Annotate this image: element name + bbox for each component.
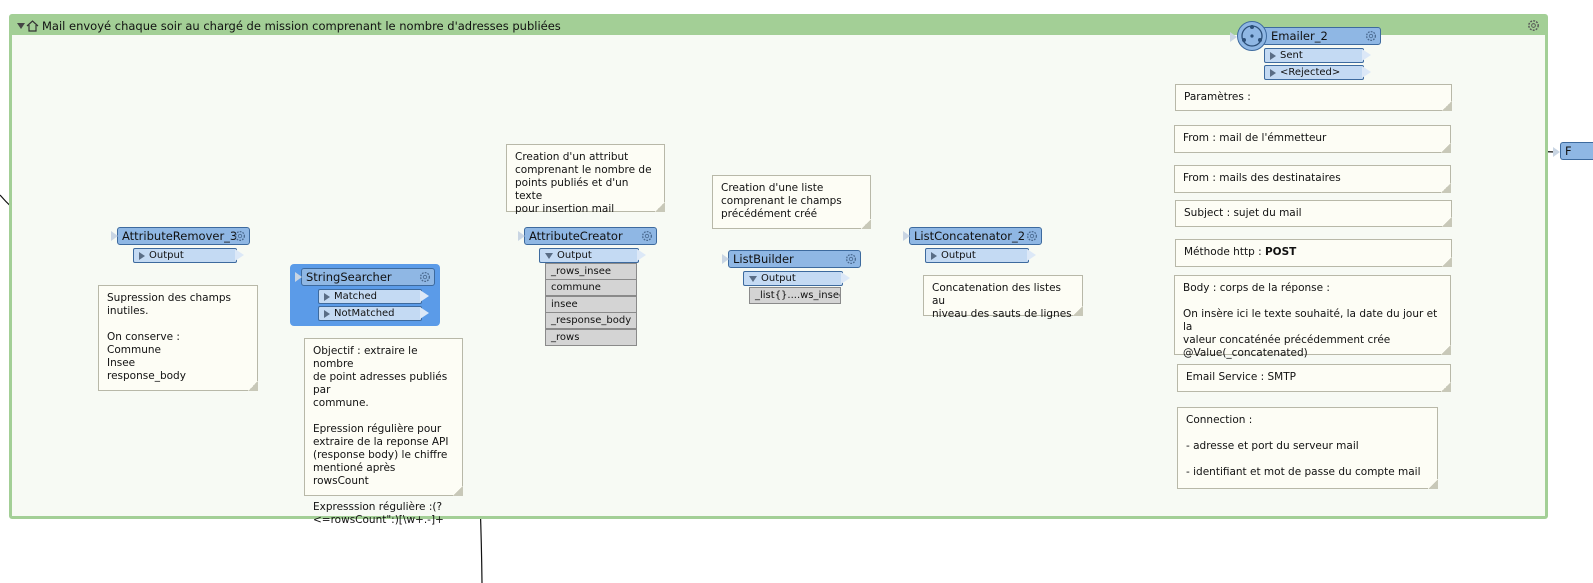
annotation-concatenation[interactable]: Concatenation des listes au niveau des s… (923, 275, 1083, 320)
annotation-creation-liste[interactable]: Creation d'une liste comprenant le champ… (712, 175, 871, 229)
annotation-parametres[interactable]: Paramètres : (1175, 84, 1452, 111)
port-label: Output (941, 250, 976, 261)
transformer-name: AttributeRemover_3 (122, 229, 238, 243)
input-port-arrow[interactable] (295, 272, 302, 282)
input-port-arrow[interactable] (518, 231, 525, 241)
output-arrow[interactable] (1027, 249, 1036, 261)
attribute-item[interactable]: _rows_insee (545, 263, 637, 280)
transformer-attribute-creator[interactable]: AttributeCreator (524, 227, 657, 245)
expand-triangle-icon (931, 251, 937, 260)
input-port-arrow[interactable] (722, 254, 729, 264)
annotation-methode[interactable]: Méthode http : POST (1175, 239, 1452, 267)
expand-triangle-icon (1270, 51, 1276, 60)
output-port-notmatched[interactable]: NotMatched (318, 306, 422, 321)
port-label: Matched (334, 291, 378, 302)
output-arrow[interactable] (420, 307, 429, 319)
output-port[interactable]: Output (133, 248, 237, 263)
output-port[interactable]: Output (925, 248, 1029, 263)
input-port-arrow[interactable] (903, 231, 910, 241)
output-arrow[interactable] (1362, 66, 1371, 78)
output-port-sent[interactable]: Sent (1264, 48, 1364, 63)
annotation-from-emetteur[interactable]: From : mail de l'émmetteur (1174, 125, 1451, 153)
methode-label: Méthode http : (1184, 246, 1265, 258)
output-arrow[interactable] (235, 249, 244, 261)
settings-gear-icon[interactable] (844, 252, 858, 266)
annotation-body[interactable]: Body : corps de la réponse : On insère i… (1174, 275, 1451, 359)
input-port-arrow[interactable] (1230, 32, 1237, 42)
bookmark-settings-gear-icon[interactable] (1526, 18, 1541, 33)
output-port-matched[interactable]: Matched (318, 289, 422, 304)
annotation-connection[interactable]: Connection : - adresse et port du serveu… (1177, 407, 1438, 489)
transformer-attribute-remover[interactable]: AttributeRemover_3 (117, 227, 250, 245)
settings-gear-icon[interactable] (233, 229, 247, 243)
output-arrow[interactable] (637, 249, 646, 261)
transformer-name: AttributeCreator (529, 229, 623, 243)
transformer-name: ListConcatenator_2 (914, 229, 1026, 243)
attribute-item[interactable]: _rows (545, 329, 637, 346)
annotation-from-destinataires[interactable]: From : mails des destinataires (1174, 165, 1451, 193)
port-label: <Rejected> (1280, 67, 1341, 78)
expand-triangle-icon (1270, 68, 1276, 77)
port-label: Output (557, 250, 592, 261)
transformer-name: StringSearcher (306, 270, 392, 284)
output-arrow[interactable] (420, 290, 429, 302)
collapse-chevron-icon[interactable] (16, 21, 26, 31)
home-icon (26, 20, 39, 32)
network-nodes-icon (1241, 25, 1263, 47)
annotation-suppression[interactable]: Supression des champs inutiles. On conse… (98, 285, 258, 391)
collapse-triangle-icon (545, 252, 553, 259)
expand-triangle-icon (139, 251, 145, 260)
annotation-objectif[interactable]: Objectif : extraire le nombre de point a… (304, 338, 463, 526)
output-arrow[interactable] (841, 272, 850, 284)
output-arrow[interactable] (1362, 49, 1371, 61)
settings-gear-icon[interactable] (418, 270, 432, 284)
transformer-emailer[interactable]: Emailer_2 (1262, 27, 1381, 45)
settings-gear-icon[interactable] (640, 229, 654, 243)
transformer-list-concatenator[interactable]: ListConcatenator_2 (909, 227, 1042, 245)
port-label: Output (761, 273, 796, 284)
output-port[interactable]: Output (743, 271, 843, 286)
collapse-triangle-icon (749, 275, 757, 282)
methode-value: POST (1264, 246, 1297, 258)
attribute-item[interactable]: _response_body (545, 312, 637, 329)
expand-triangle-icon (324, 309, 330, 318)
annotation-subject[interactable]: Subject : sujet du mail (1175, 200, 1452, 227)
emailer-network-icon[interactable] (1237, 21, 1267, 51)
annotation-email-service[interactable]: Email Service : SMTP (1177, 364, 1451, 392)
output-port-rejected[interactable]: <Rejected> (1264, 65, 1364, 80)
attribute-item[interactable]: insee (545, 296, 637, 313)
annotation-creation-attribut[interactable]: Creation d'un attribut comprenant le nom… (506, 144, 665, 215)
bookmark-title: Mail envoyé chaque soir au chargé de mis… (42, 19, 561, 33)
attribute-item[interactable]: _list{}....ws_insee (749, 287, 841, 304)
expand-triangle-icon (324, 292, 330, 301)
transformer-name: F (1565, 144, 1572, 158)
transformer-string-searcher[interactable]: StringSearcher (301, 268, 435, 286)
input-port-arrow[interactable] (1553, 147, 1560, 157)
port-label: Sent (1280, 50, 1303, 61)
bookmark-header[interactable]: Mail envoyé chaque soir au chargé de mis… (12, 17, 1545, 35)
output-port[interactable]: Output (539, 248, 639, 263)
port-label: Output (149, 250, 184, 261)
transformer-offscreen[interactable]: F (1560, 142, 1593, 160)
input-port-arrow[interactable] (111, 231, 118, 241)
port-label: NotMatched (334, 308, 395, 319)
transformer-name: ListBuilder (733, 252, 794, 266)
settings-gear-icon[interactable] (1025, 229, 1039, 243)
attribute-item[interactable]: commune (545, 279, 637, 296)
transformer-name: Emailer_2 (1271, 29, 1328, 43)
transformer-list-builder[interactable]: ListBuilder (728, 250, 861, 268)
settings-gear-icon[interactable] (1364, 29, 1378, 43)
